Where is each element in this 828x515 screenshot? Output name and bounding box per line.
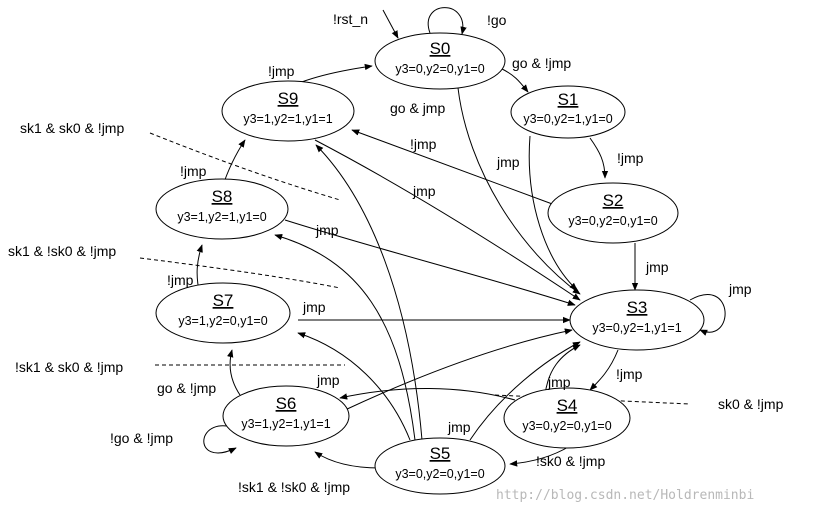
label-s5-s6: !sk1 & !sk0 & !jmp xyxy=(238,479,350,495)
edge-s1-s2 xyxy=(589,137,609,179)
label-cond-sk0: sk0 & !jmp xyxy=(718,396,784,412)
label-s0-s3: go & jmp xyxy=(390,100,445,116)
state-name: S4 xyxy=(557,396,578,415)
label-s4-s3: jmp xyxy=(547,374,571,390)
label-s7-s3: jmp xyxy=(302,299,326,315)
state-s9[interactable]: S9 y3=1,y2=1,y1=1 xyxy=(221,80,355,142)
state-name: S2 xyxy=(603,191,624,210)
state-s4[interactable]: S4 y3=0,y2=0,y1=0 xyxy=(503,387,631,449)
edge-s9-s3 xyxy=(314,139,581,301)
edge-s8-s3 xyxy=(284,219,576,306)
state-name: S8 xyxy=(212,187,233,206)
state-outputs: y3=1,y2=1,y1=0 xyxy=(177,210,266,224)
label-cond-nsk1-sk0: !sk1 & sk0 & !jmp xyxy=(15,359,123,375)
dash-sk1-sk0 xyxy=(149,132,341,201)
label-s6-s3: jmp xyxy=(316,372,340,388)
label-s2-s3: jmp xyxy=(645,259,669,275)
label-s8-s3: jmp xyxy=(315,222,339,238)
label-s4-s5: !sk0 & !jmp xyxy=(536,453,605,469)
state-outputs: y3=1,y2=1,y1=1 xyxy=(241,417,330,431)
state-outputs: y3=1,y2=1,y1=1 xyxy=(243,112,332,126)
dash-sk0 xyxy=(494,394,691,405)
label-s1-s2: !jmp xyxy=(617,150,644,166)
label-s0-s1: go & !jmp xyxy=(512,55,571,71)
label-cond-sk1-sk0: sk1 & sk0 & !jmp xyxy=(20,120,124,136)
state-outputs: y3=0,y2=1,y1=0 xyxy=(523,112,612,126)
transition-labels: !rst_n !go go & !jmp go & jmp !jmp jmp j… xyxy=(8,11,784,495)
label-cond-sk1-nsk0: sk1 & !sk0 & !jmp xyxy=(8,243,116,259)
state-outputs: y3=0,y2=0,y1=0 xyxy=(395,62,484,76)
dash-sk1-nsk0 xyxy=(139,257,341,289)
edge-s1-s3 xyxy=(528,135,578,291)
label-s7-s8: !jmp xyxy=(167,272,194,288)
state-s2[interactable]: S2 y3=0,y2=0,y1=0 xyxy=(547,182,679,244)
label-s1-s3: jmp xyxy=(496,154,520,170)
state-outputs: y3=0,y2=0,y1=0 xyxy=(522,419,611,433)
label-s3-self: jmp xyxy=(728,281,752,297)
label-s9-s3: jmp xyxy=(412,183,436,199)
edge-s5-s6 xyxy=(314,451,381,469)
edge-s0-self xyxy=(427,7,467,35)
state-s6[interactable]: S6 y3=1,y2=1,y1=1 xyxy=(222,385,350,447)
edge-s0-s1 xyxy=(499,67,529,93)
edge-s3-s4 xyxy=(589,349,619,391)
label-s8-s9: !jmp xyxy=(180,163,207,179)
state-s7[interactable]: S7 y3=1,y2=0,y1=0 xyxy=(155,282,291,344)
edge-s6-s3 xyxy=(344,328,573,411)
state-outputs: y3=0,y2=0,y1=0 xyxy=(395,467,484,481)
state-s5[interactable]: S5 y3=0,y2=0,y1=0 xyxy=(374,437,506,495)
state-outputs: y3=0,y2=0,y1=0 xyxy=(568,214,657,228)
edge-s0-s3 xyxy=(457,87,581,295)
label-s5-s3: jmp xyxy=(447,419,471,435)
state-name: S7 xyxy=(213,291,234,310)
edge-s2-s9 xyxy=(351,129,556,206)
watermark: http://blog.csdn.net/Holdrenminbi xyxy=(496,488,754,503)
state-outputs: y3=0,y2=1,y1=1 xyxy=(592,321,681,335)
label-s3-s4: !jmp xyxy=(616,366,643,382)
edge-s5-s7 xyxy=(297,332,411,441)
state-s8[interactable]: S8 y3=1,y2=1,y1=0 xyxy=(155,178,289,240)
state-s1[interactable]: S1 y3=0,y2=1,y1=0 xyxy=(510,85,626,139)
label-s0-self: !go xyxy=(487,12,507,28)
state-name: S5 xyxy=(430,444,451,463)
state-s0[interactable]: S0 y3=0,y2=0,y1=0 xyxy=(374,32,506,90)
state-name: S3 xyxy=(627,298,648,317)
state-name: S1 xyxy=(558,90,579,109)
state-outputs: y3=1,y2=0,y1=0 xyxy=(178,314,267,328)
state-s3[interactable]: S3 y3=0,y2=1,y1=1 xyxy=(569,289,705,351)
edge-s5-s9 xyxy=(315,144,423,441)
condition-lines xyxy=(139,132,691,405)
edge-s4-s6 xyxy=(339,388,516,401)
label-reset: !rst_n xyxy=(333,11,368,27)
edge-reset xyxy=(382,9,399,39)
edge-s5-s8 xyxy=(274,233,416,441)
label-s2-s9: !jmp xyxy=(410,136,437,152)
state-name: S0 xyxy=(430,39,451,58)
state-name: S9 xyxy=(278,89,299,108)
label-s6-s7: go & !jmp xyxy=(157,380,216,396)
edge-s5-s3 xyxy=(469,341,581,441)
edge-s6-s7 xyxy=(227,349,241,396)
state-name: S6 xyxy=(276,394,297,413)
label-s9-s0: !jmp xyxy=(268,63,295,79)
edge-s3-self xyxy=(689,294,726,336)
label-s6-self: !go & !jmp xyxy=(110,430,173,446)
